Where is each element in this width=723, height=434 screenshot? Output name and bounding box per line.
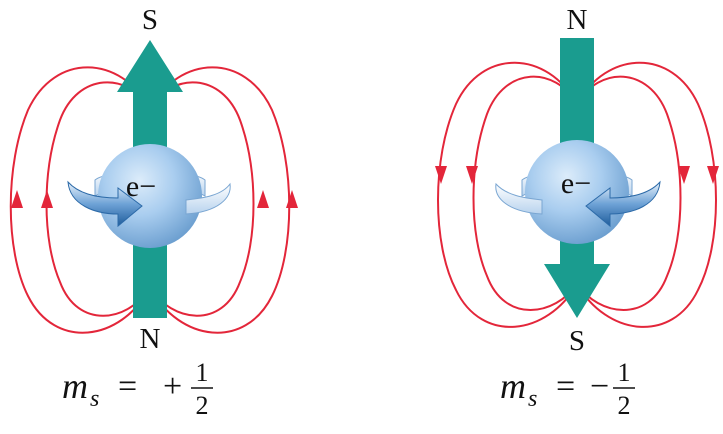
equation-subscript: s	[90, 386, 99, 412]
rotation-arrow-icon	[585, 180, 661, 228]
field-line-inner-right	[149, 81, 255, 317]
field-line-outer-left	[9, 66, 151, 334]
spin-quantum-number-equation: m s = + 1 2	[62, 358, 213, 420]
spin-up-panel: e− S N m s = + 1 2	[9, 4, 298, 420]
field-arrowhead-icon	[41, 190, 53, 208]
field-arrowhead-icon	[707, 166, 719, 184]
spin-quantum-number-equation: m s = − 1 2	[500, 358, 635, 420]
rotation-arrow-icon	[67, 180, 143, 228]
field-line-outer-right	[576, 61, 717, 328]
field-line-inner-left	[472, 75, 578, 311]
fraction-numerator: 1	[196, 358, 209, 387]
top-pole-label: N	[567, 4, 588, 36]
equation-variable: m	[62, 366, 88, 406]
field-arrowhead-icon	[466, 166, 478, 184]
electron-sphere	[98, 144, 202, 248]
bottom-pole-label: S	[569, 325, 585, 357]
field-arrowhead-icon	[678, 166, 690, 184]
bottom-pole-label: N	[140, 323, 161, 355]
field-arrowhead-icon	[11, 190, 23, 208]
equation-equals: =	[556, 368, 575, 405]
fraction-denominator: 2	[196, 391, 209, 420]
equation-subscript: s	[528, 386, 537, 412]
field-arrowhead-icon	[435, 166, 447, 184]
electron-label: e−	[561, 167, 591, 200]
spin-down-panel: e− N S m s = − 1 2	[435, 4, 719, 420]
rotation-ribbon-tail	[185, 182, 231, 215]
equation-equals: =	[118, 368, 137, 405]
equation-sign: −	[590, 368, 609, 405]
top-pole-label: S	[142, 4, 158, 36]
fraction-numerator: 1	[618, 358, 631, 387]
field-line-inner-right	[576, 75, 682, 311]
equation-variable: m	[500, 366, 526, 406]
rotation-ribbon-tail	[495, 182, 543, 215]
field-arrowhead-icon	[286, 190, 298, 208]
electron-label: e−	[126, 170, 156, 203]
field-arrowhead-icon	[257, 190, 269, 208]
field-line-outer-left	[437, 61, 578, 328]
equation-sign: +	[163, 368, 182, 405]
fraction-denominator: 2	[618, 391, 631, 420]
